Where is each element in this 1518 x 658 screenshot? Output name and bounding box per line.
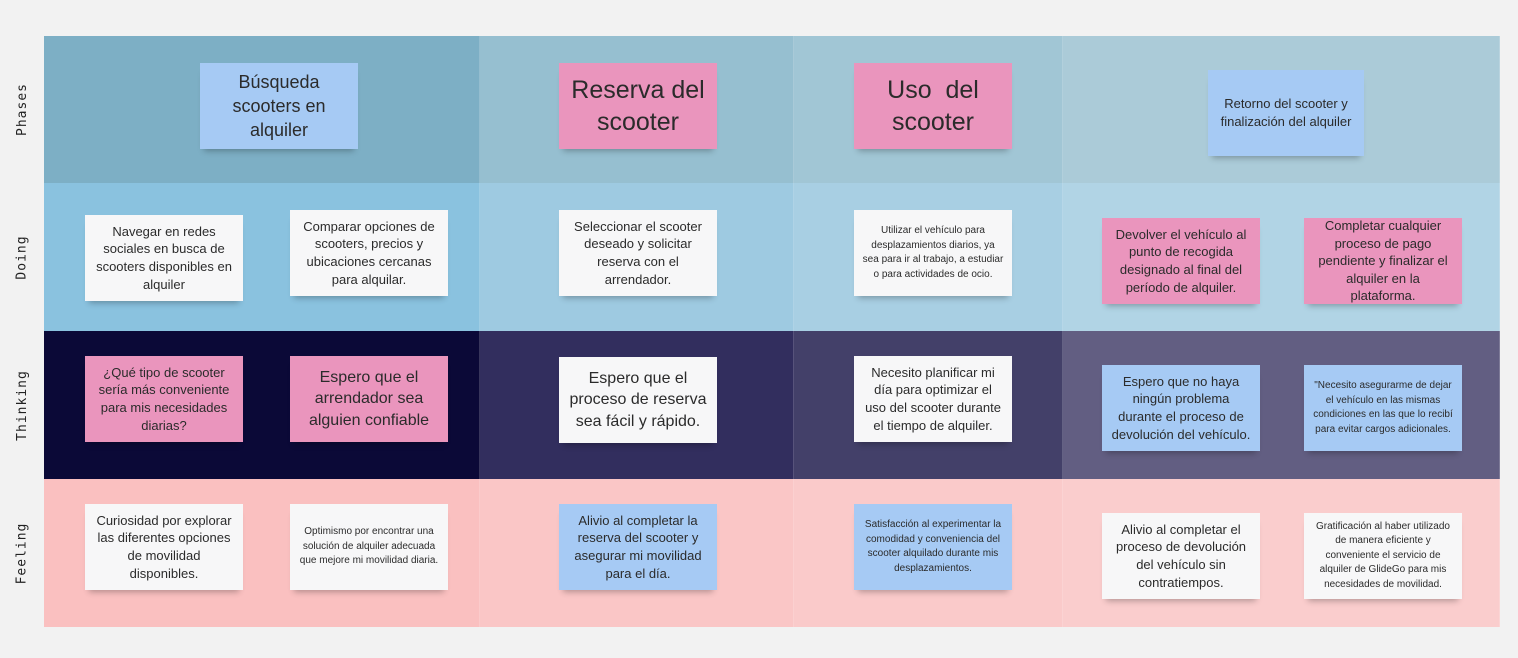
feeling-note-3[interactable]: Alivio al completar la reserva del scoot…: [559, 504, 717, 590]
row-label-thinking: Thinking: [14, 369, 30, 441]
feeling-note-4[interactable]: Satisfacción al experimentar la comodida…: [854, 504, 1012, 590]
feeling-note-5[interactable]: Alivio al completar el proceso de devolu…: [1102, 513, 1260, 599]
feeling-note-2[interactable]: Optimismo por encontrar una solución de …: [290, 504, 448, 590]
row-label-feeling: Feeling: [14, 522, 30, 584]
thinking-note-4[interactable]: Necesito planificar mi día para optimiza…: [854, 356, 1012, 442]
thinking-note-1[interactable]: ¿Qué tipo de scooter sería más convenien…: [85, 356, 243, 442]
doing-note-3[interactable]: Seleccionar el scooter deseado y solicit…: [559, 210, 717, 296]
phase-note-1[interactable]: Búsqueda scooters en alquiler: [200, 63, 358, 149]
doing-note-2[interactable]: Comparar opciones de scooters, precios y…: [290, 210, 448, 296]
journey-map-board: Búsqueda scooters en alquiler Reserva de…: [44, 36, 1500, 627]
thinking-note-2[interactable]: Espero que el arrendador sea alguien con…: [290, 356, 448, 442]
phase-note-3[interactable]: Uso del scooter: [854, 63, 1012, 149]
phase-note-4[interactable]: Retorno del scooter y finalización del a…: [1208, 70, 1364, 156]
row-label-phases: Phases: [14, 83, 30, 136]
feeling-note-1[interactable]: Curiosidad por explorar las diferentes o…: [85, 504, 243, 590]
feeling-note-6[interactable]: Gratificación al haber utilizado de mane…: [1304, 513, 1462, 599]
doing-note-1[interactable]: Navegar en redes sociales en busca de sc…: [85, 215, 243, 301]
doing-note-5[interactable]: Devolver el vehículo al punto de recogid…: [1102, 218, 1260, 304]
thinking-note-5[interactable]: Espero que no haya ningún problema duran…: [1102, 365, 1260, 451]
row-label-doing: Doing: [14, 234, 30, 280]
thinking-note-3[interactable]: Espero que el proceso de reserva sea fác…: [559, 357, 717, 443]
doing-note-4[interactable]: Utilizar el vehículo para desplazamiento…: [854, 210, 1012, 296]
phase-note-2[interactable]: Reserva del scooter: [559, 63, 717, 149]
doing-note-6[interactable]: Completar cualquier proceso de pago pend…: [1304, 218, 1462, 304]
thinking-note-6[interactable]: "Necesito asegurarme de dejar el vehícul…: [1304, 365, 1462, 451]
